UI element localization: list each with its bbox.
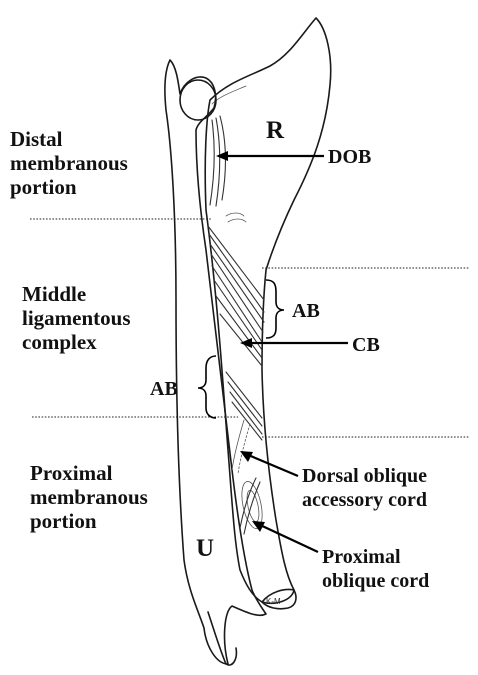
proximal-region-label-line: membranous xyxy=(30,485,148,509)
membrane-sketch-mark xyxy=(226,213,244,216)
central-band-fiber xyxy=(211,254,263,332)
distal-region-label-line: Distal xyxy=(10,127,63,151)
proximal-oblique-cord-label-line: Proximal xyxy=(322,546,401,568)
distal-region-label: Distal membranous portion xyxy=(10,127,133,199)
ab-right-bracket xyxy=(266,280,284,338)
distal-region-label-line: membranous xyxy=(10,151,128,175)
cb-label: CB xyxy=(352,334,380,356)
ulna-label: U xyxy=(196,535,214,562)
proximal-region-label-line: portion xyxy=(30,509,97,533)
proximal-oblique-cord-pointer xyxy=(258,524,318,552)
proximal-region-label-line: Proximal xyxy=(30,461,113,485)
proximal-oblique-cord-label-line: oblique cord xyxy=(322,570,429,592)
radius-label: R xyxy=(266,117,285,144)
ab-left-label: AB xyxy=(150,378,178,400)
proximal-region-label: Proximal membranous portion xyxy=(30,461,153,533)
ulna-outline xyxy=(165,60,266,664)
membrane-sketch-mark xyxy=(228,219,246,222)
ab-right-label: AB xyxy=(292,300,320,322)
distal-oblique-bundle-fiber xyxy=(210,120,214,205)
dorsal-oblique-accessory-cord-pointer xyxy=(246,454,298,476)
ulna-bone xyxy=(165,60,266,665)
dorsal-oblique-accessory-cord xyxy=(238,424,250,474)
middle-region-label-line: Middle xyxy=(22,282,86,306)
interosseous-membrane xyxy=(208,116,264,534)
distal-region-label-line: portion xyxy=(10,175,77,199)
artist-signature: K-M xyxy=(266,597,281,606)
central-band-fiber xyxy=(210,244,264,322)
middle-region-label: Middle ligamentous complex xyxy=(22,282,136,354)
central-band-fiber xyxy=(216,296,262,358)
dorsal-oblique-accessory-cord-label: Dorsal oblique accessory cord xyxy=(302,465,432,511)
middle-region-label-line: ligamentous xyxy=(22,306,131,330)
radius-articular-surface xyxy=(212,86,246,104)
ab-left-bracket xyxy=(198,356,216,418)
dorsal-oblique-accessory-cord-label-line: Dorsal oblique xyxy=(302,465,427,487)
olecranon xyxy=(208,612,236,665)
dob-label: DOB xyxy=(328,146,371,168)
dorsal-oblique-accessory-cord xyxy=(232,420,244,470)
dorsal-oblique-accessory-cord-label-line: accessory cord xyxy=(302,489,427,511)
central-band-fiber xyxy=(212,266,262,342)
distal-oblique-bundle-fiber xyxy=(216,118,220,206)
dob-pointer-arrowhead xyxy=(216,151,228,161)
middle-region-label-line: complex xyxy=(22,330,97,354)
proximal-oblique-cord-label: Proximal oblique cord xyxy=(322,546,429,592)
